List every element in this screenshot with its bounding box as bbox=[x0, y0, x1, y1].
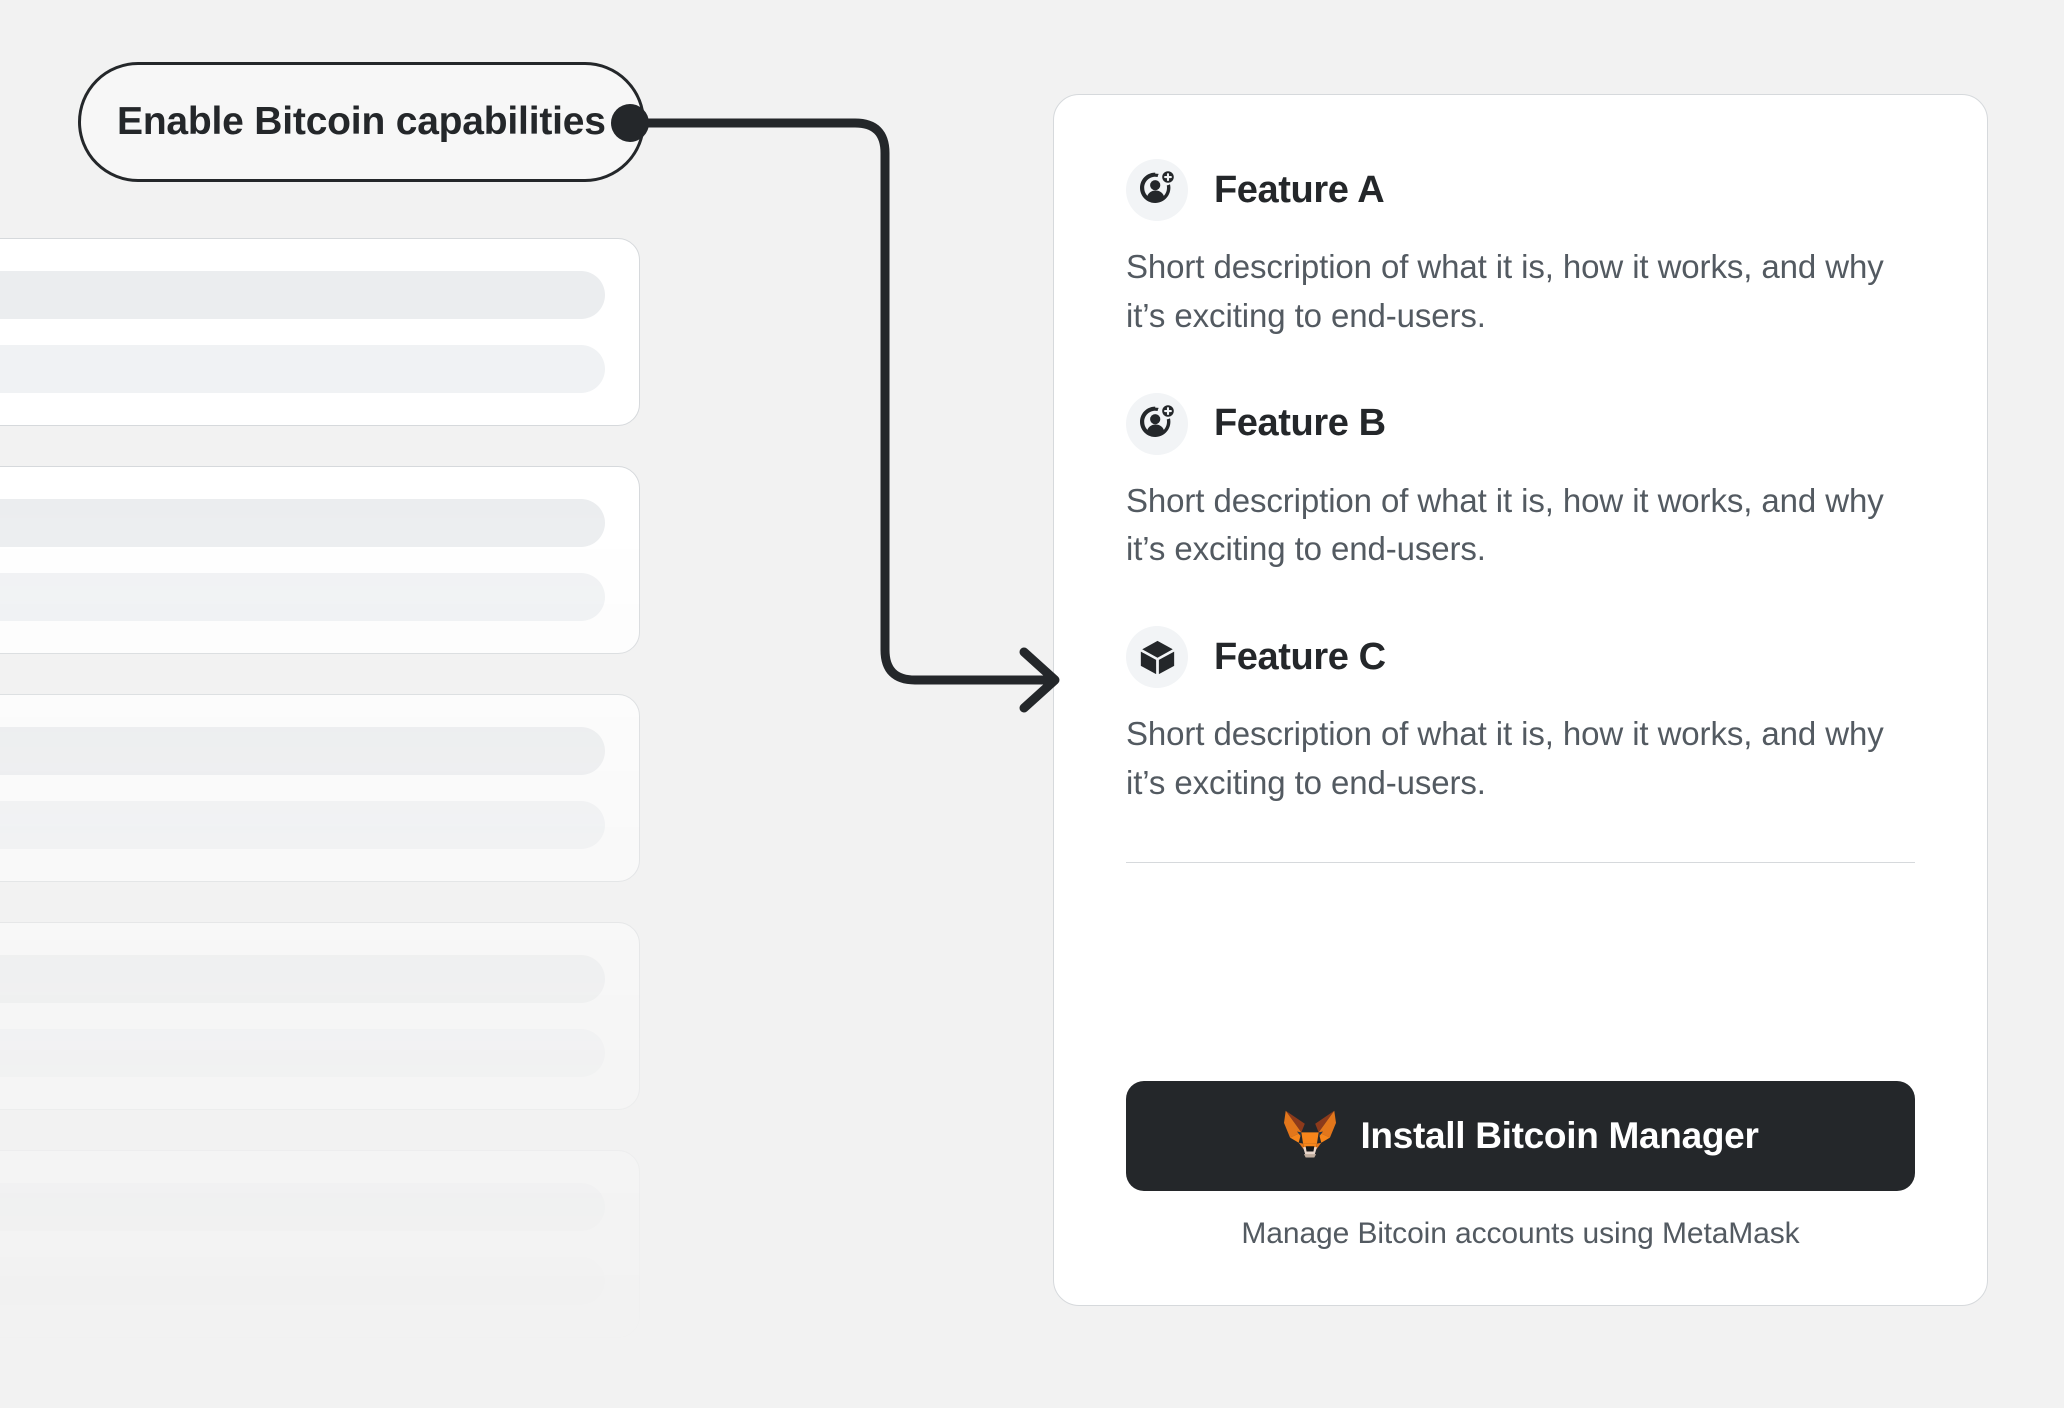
annotation-label: Enable Bitcoin capabilities bbox=[117, 100, 606, 143]
skeleton-bar-primary bbox=[0, 271, 605, 319]
skeleton-bar-primary bbox=[0, 727, 605, 775]
list-item bbox=[0, 694, 640, 882]
skeleton-bar-secondary bbox=[0, 1029, 605, 1077]
feature-header: Feature A bbox=[1126, 159, 1915, 221]
install-caption: Manage Bitcoin accounts using MetaMask bbox=[1241, 1217, 1800, 1250]
metamask-fox-icon bbox=[1282, 1109, 1338, 1164]
feature-item-a: Feature A Short description of what it i… bbox=[1126, 159, 1915, 341]
feature-description: Short description of what it is, how it … bbox=[1126, 715, 1884, 802]
list-item bbox=[0, 922, 640, 1110]
install-button-label: Install Bitcoin Manager bbox=[1360, 1115, 1759, 1156]
add-account-icon bbox=[1126, 159, 1188, 221]
list-item bbox=[0, 1150, 640, 1338]
skeleton-bar-primary bbox=[0, 1183, 605, 1231]
bitcoin-capabilities-card: Feature A Short description of what it i… bbox=[1053, 94, 1988, 1306]
skeleton-bar-secondary bbox=[0, 1257, 605, 1305]
feature-title: Feature A bbox=[1214, 168, 1385, 211]
feature-description: Short description of what it is, how it … bbox=[1126, 481, 1884, 568]
skeleton-bar-primary bbox=[0, 499, 605, 547]
feature-title: Feature B bbox=[1214, 402, 1386, 445]
feature-title: Feature C bbox=[1214, 635, 1386, 678]
connector-dot-icon bbox=[611, 104, 649, 142]
feature-header: Feature B bbox=[1126, 392, 1915, 455]
feature-item-b: Feature B Short description of what it i… bbox=[1126, 392, 1915, 575]
add-account-icon bbox=[1126, 392, 1188, 455]
list-item bbox=[0, 238, 640, 426]
card-footer: Install Bitcoin Manager Manage Bitcoin a… bbox=[1054, 1033, 1987, 1305]
skeleton-bar-secondary bbox=[0, 801, 605, 849]
feature-item-c: Feature C Short description of what it i… bbox=[1126, 626, 1915, 808]
install-bitcoin-manager-button[interactable]: Install Bitcoin Manager bbox=[1126, 1081, 1915, 1191]
divider bbox=[1126, 861, 1915, 863]
skeleton-bar-secondary bbox=[0, 573, 605, 621]
list-item bbox=[0, 466, 640, 654]
cube-icon bbox=[1126, 626, 1188, 689]
skeleton-account-list bbox=[0, 238, 640, 1408]
annotation-callout-pill: Enable Bitcoin capabilities bbox=[78, 62, 645, 182]
skeleton-bar-secondary bbox=[0, 345, 605, 393]
feature-header: Feature C bbox=[1126, 626, 1915, 689]
feature-list: Feature A Short description of what it i… bbox=[1054, 95, 1987, 1033]
feature-description: Short description of what it is, how it … bbox=[1126, 248, 1884, 334]
skeleton-bar-primary bbox=[0, 955, 605, 1003]
elbow-arrow-icon bbox=[625, 118, 1060, 713]
